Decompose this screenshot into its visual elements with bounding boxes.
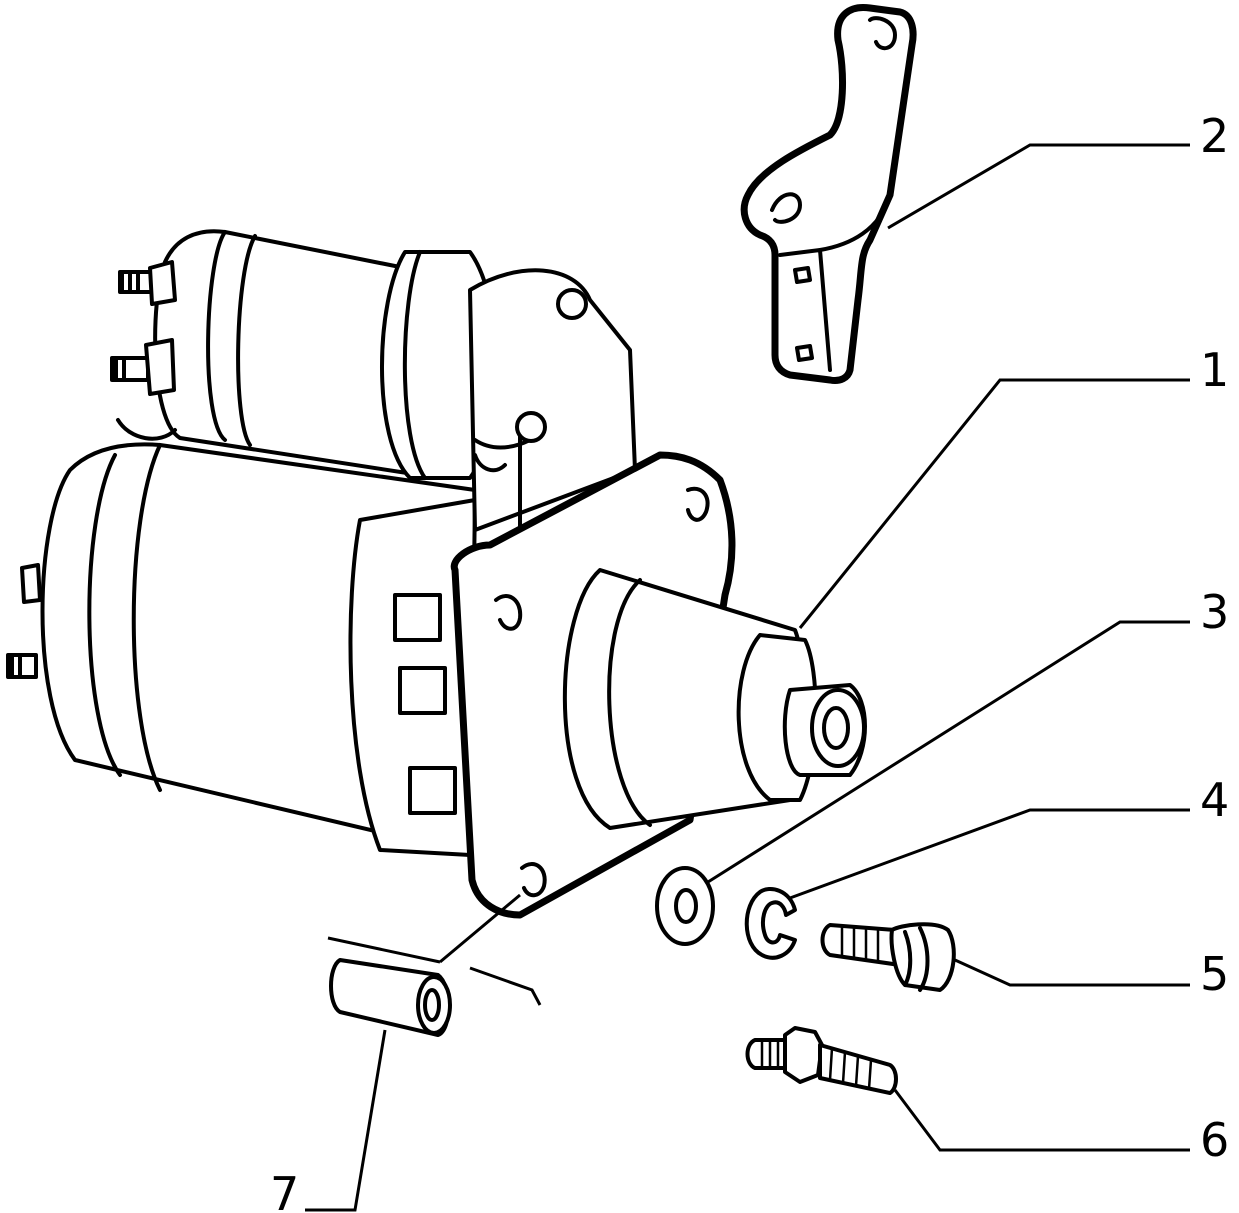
bushing-sleeve <box>329 958 452 1037</box>
callout-2: 2 <box>1200 109 1229 163</box>
leader-lines <box>305 143 1190 1212</box>
starter-motor <box>6 229 867 919</box>
motor-body <box>6 442 477 857</box>
mounting-bracket <box>740 3 917 384</box>
leader-line-4 <box>789 808 1190 900</box>
callout-6: 6 <box>1200 1113 1229 1167</box>
callout-4: 4 <box>1200 773 1229 827</box>
flat-washer <box>655 866 715 946</box>
leader-line-1 <box>798 378 1190 629</box>
leader-line-7 <box>305 1029 387 1212</box>
callout-1: 1 <box>1200 343 1229 397</box>
leader-line-2 <box>887 143 1190 230</box>
callout-3: 3 <box>1200 585 1229 639</box>
hex-bolt <box>820 922 956 992</box>
callout-5: 5 <box>1200 947 1229 1001</box>
leader-line-bushing-flange <box>439 893 521 964</box>
alignment-line <box>469 966 542 1006</box>
callout-7: 7 <box>270 1167 299 1213</box>
pinion-nose <box>562 568 867 830</box>
solenoid <box>110 229 499 480</box>
threaded-stud <box>745 1026 898 1095</box>
leader-line-6 <box>893 1089 1190 1152</box>
alignment-line <box>327 936 441 964</box>
leader-line-5 <box>954 958 1190 987</box>
spring-washer <box>744 887 797 960</box>
leader-line-3 <box>707 620 1190 884</box>
